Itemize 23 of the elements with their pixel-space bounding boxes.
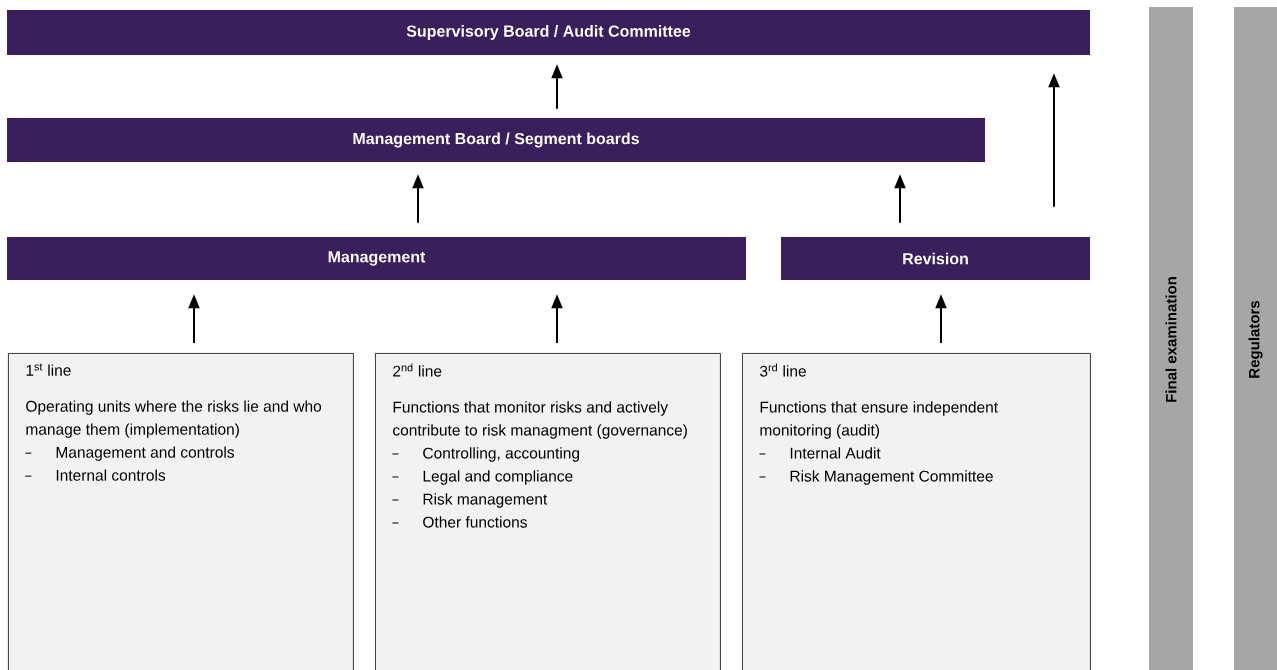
- card-description: Functions that ensure independent monitoring (audit): [760, 401, 998, 439]
- line-card: [742, 353, 1091, 670]
- list-item: Internal controls: [56, 469, 166, 481]
- list-item: Risk Management Committee: [790, 470, 993, 485]
- board-band: Revision: [781, 237, 1090, 280]
- side-bar: Regulators: [1234, 7, 1277, 670]
- list-item: Other functions: [423, 516, 527, 528]
- card-heading: 3$^{rd}$ line: [760, 363, 806, 377]
- side-bar: Final examination: [1149, 7, 1193, 670]
- list-item: Controlling, accounting: [423, 447, 580, 462]
- list-item: Risk management: [423, 493, 548, 508]
- line-card: [8, 353, 354, 670]
- board-band: Management Board / Segment boards: [7, 118, 985, 162]
- list-item: Internal Audit: [790, 447, 881, 459]
- card-heading: 2$^{nd}$ line: [393, 363, 442, 377]
- list-item: Legal and compliance: [423, 470, 573, 485]
- line-card: [375, 353, 721, 670]
- board-band: Management: [7, 237, 746, 280]
- board-band: Supervisory Board / Audit Committee: [7, 10, 1090, 55]
- card-heading: 1$^{st}$ line: [26, 363, 71, 376]
- card-description: Operating units where the risks lie and who manage them (implementation): [26, 400, 322, 438]
- card-description: Functions that monitor risks and actively contribute to risk managment (governance): [393, 401, 687, 439]
- list-item: Management and controls: [56, 446, 234, 461]
